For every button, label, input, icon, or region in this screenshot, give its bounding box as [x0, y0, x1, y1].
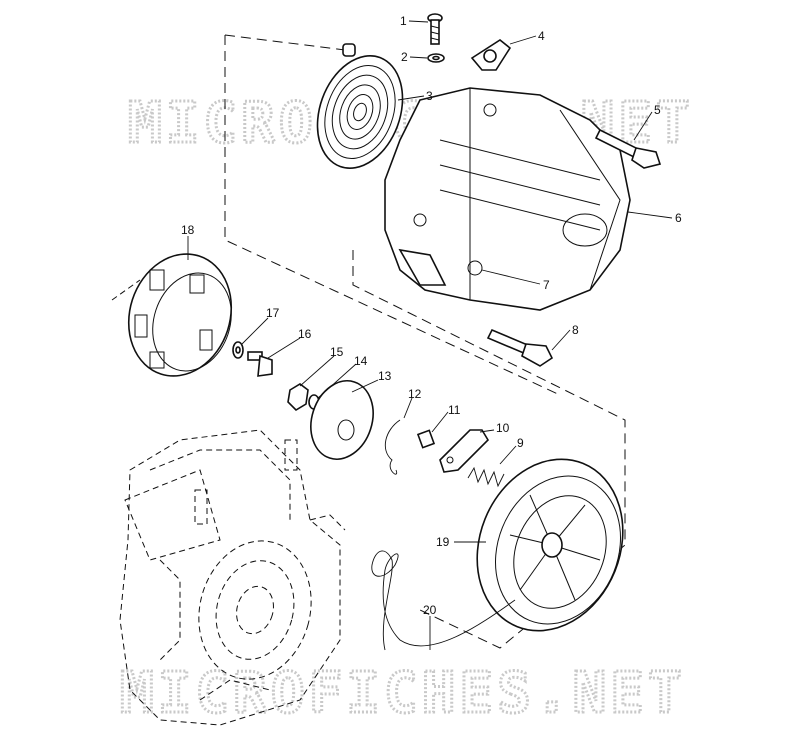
- part-17-washer: [232, 341, 244, 359]
- callout-3: 3: [426, 89, 433, 103]
- callout-1: 1: [400, 14, 407, 28]
- part-1-screw: [427, 13, 443, 45]
- part-2-washer: [427, 53, 445, 63]
- callout-12: 12: [408, 387, 422, 401]
- callout-18: 18: [181, 223, 195, 237]
- part-20-starter-rope: [371, 550, 516, 651]
- callout-6: 6: [675, 211, 682, 225]
- callout-10: 10: [496, 421, 510, 435]
- callout-5: 5: [654, 103, 661, 117]
- callout-labels: 1 2 3 4 5 6 7 8 9 10 11 12 13 14 15 16 1…: [181, 14, 682, 617]
- part-15-nut: [287, 383, 309, 412]
- part-6-starter-case: [384, 87, 631, 311]
- part-12-clip: [384, 419, 401, 475]
- callout-19: 19: [436, 535, 450, 549]
- callout-7: 7: [543, 278, 550, 292]
- part-11-pin: [416, 429, 436, 449]
- part-18-starter-cup: [127, 253, 233, 377]
- part-3-recoil-spring: [316, 43, 404, 169]
- part-8-bolt: [486, 328, 554, 367]
- callout-2: 2: [401, 50, 408, 64]
- callout-11: 11: [448, 403, 461, 417]
- crankcase-reference: [119, 429, 346, 726]
- callout-4: 4: [538, 29, 545, 43]
- assembly-boundary-lines: [111, 34, 626, 649]
- part-16-bolt: [247, 351, 273, 377]
- part-19-reel: [476, 458, 624, 632]
- part-13-drive-plate: [310, 380, 374, 460]
- callout-8: 8: [572, 323, 579, 337]
- part-4-plate: [470, 39, 512, 71]
- part-9-spring: [467, 466, 505, 488]
- callout-16: 16: [298, 327, 312, 341]
- callout-15: 15: [330, 345, 344, 359]
- callout-9: 9: [517, 436, 524, 450]
- callout-13: 13: [378, 369, 392, 383]
- part-5-bolt: [594, 128, 662, 169]
- callout-14: 14: [354, 354, 368, 368]
- watermark-bottom: MICROFICHES.NET: [120, 661, 686, 726]
- callout-20: 20: [423, 603, 437, 617]
- leader-lines: [187, 20, 673, 650]
- callout-17: 17: [266, 306, 280, 320]
- part-10-ratchet: [439, 429, 490, 473]
